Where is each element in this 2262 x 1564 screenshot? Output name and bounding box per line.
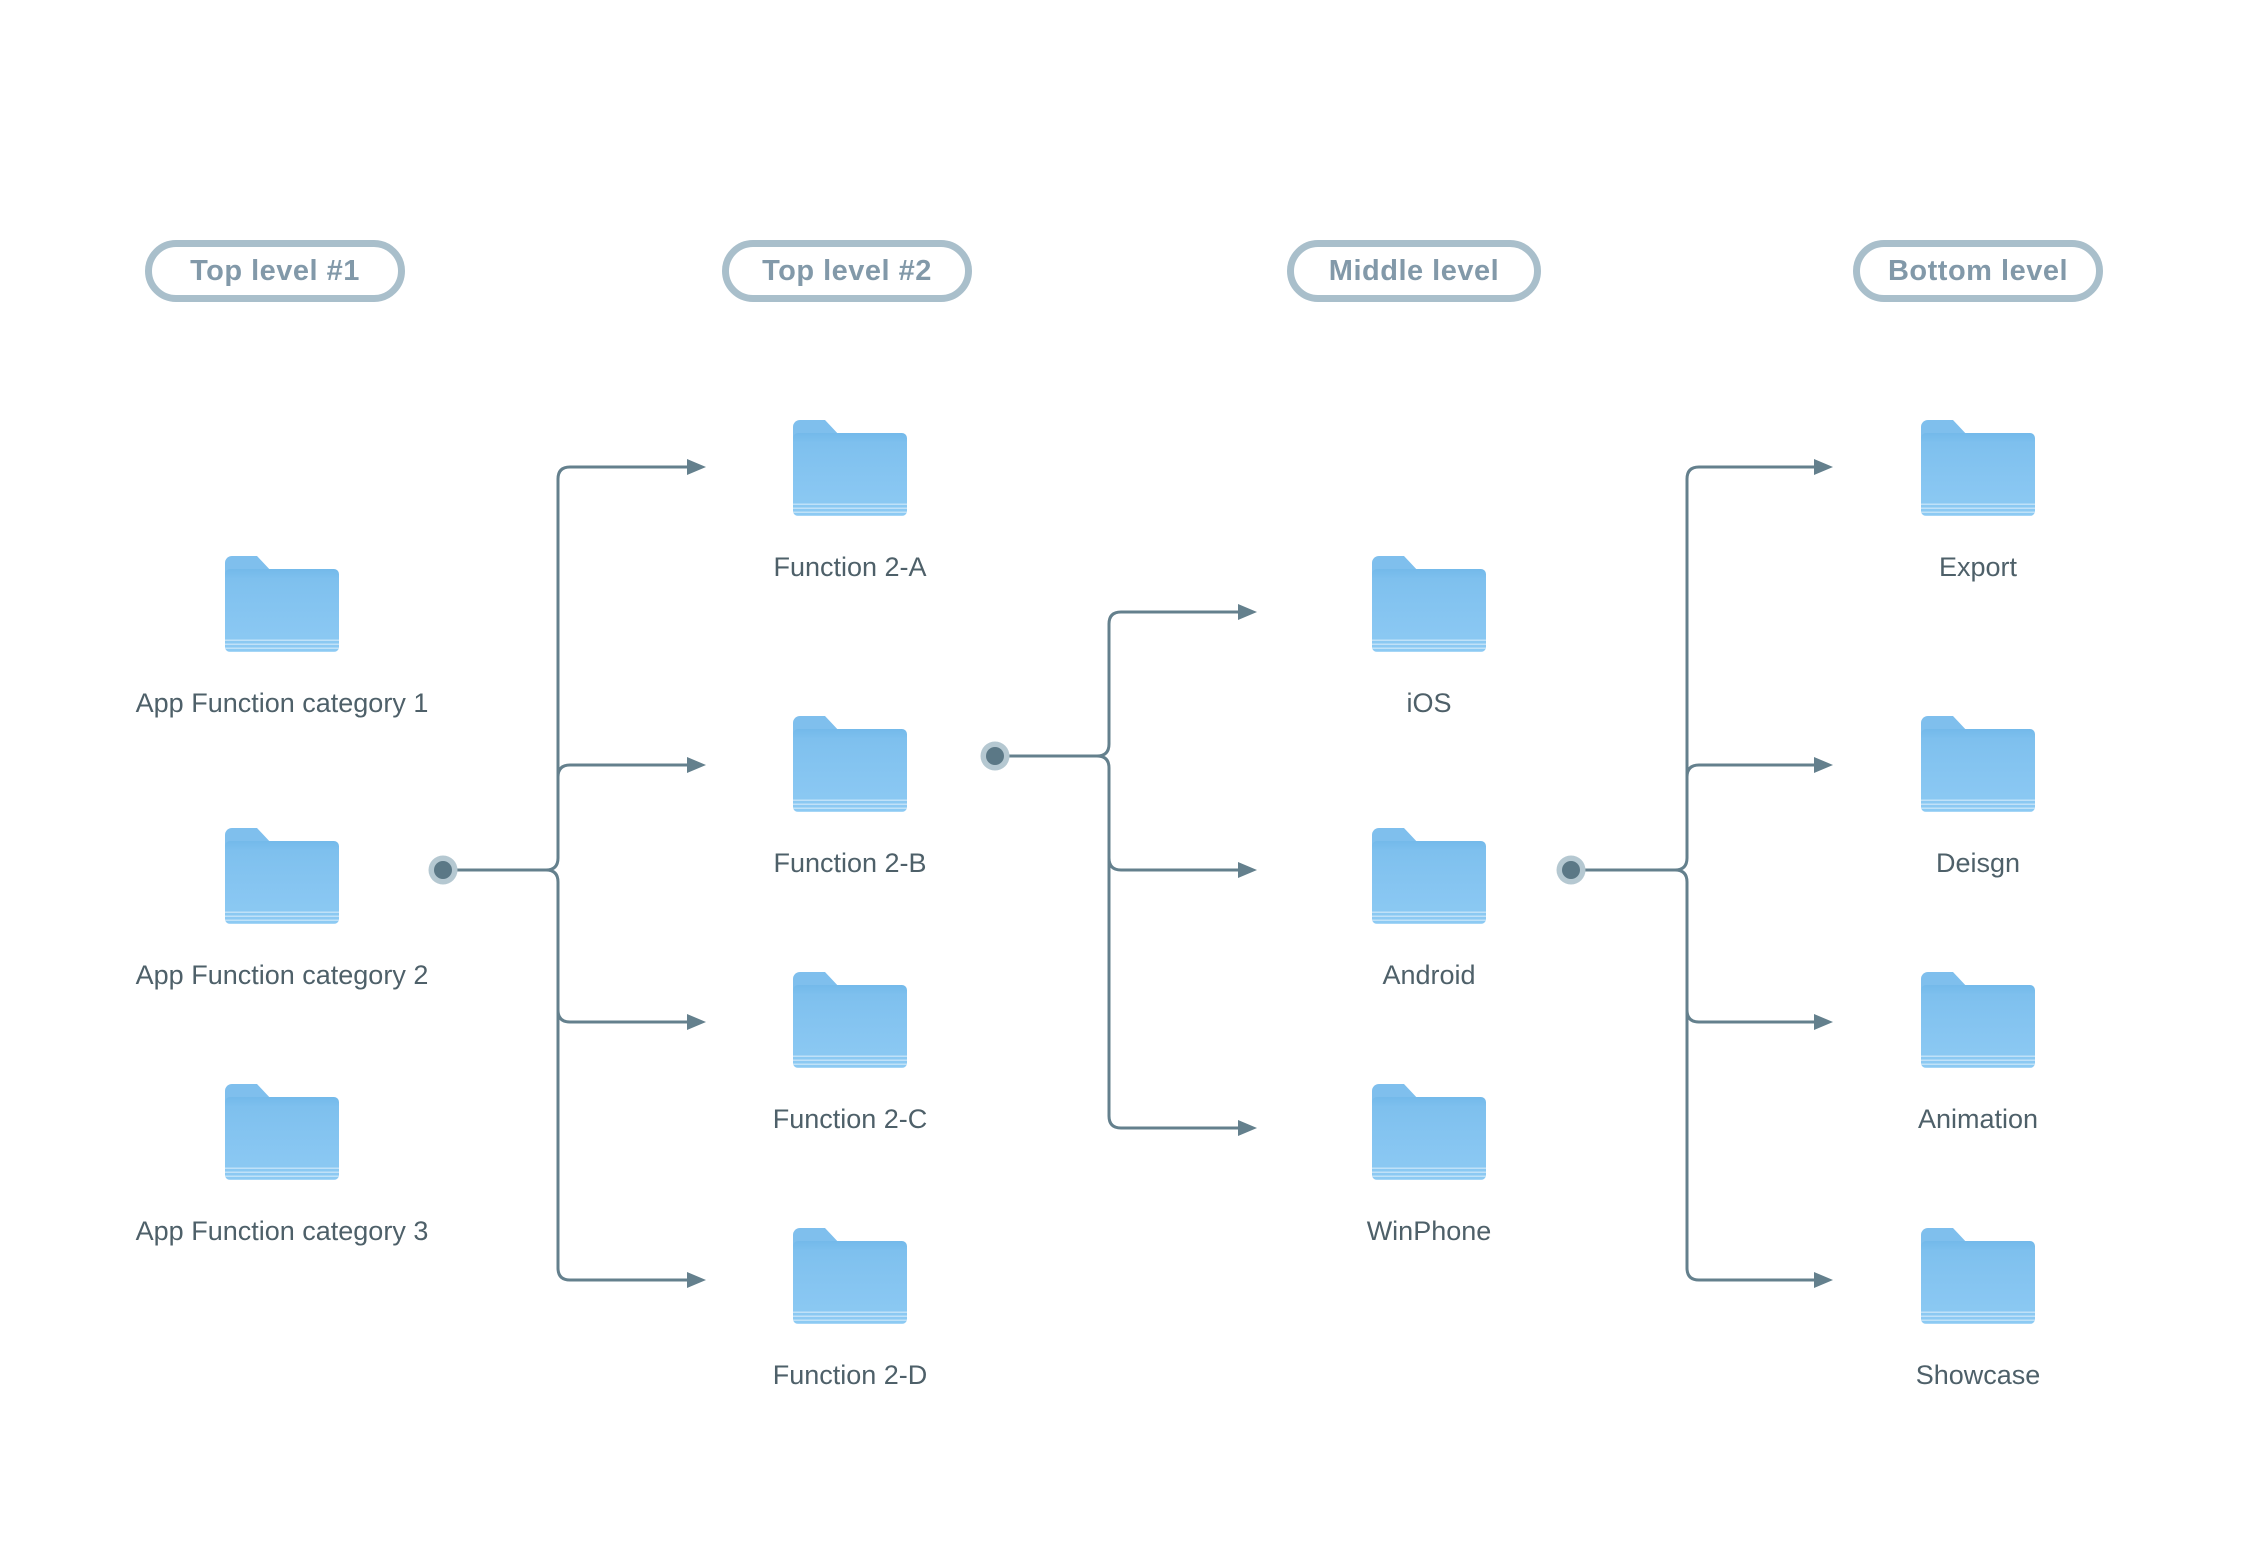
node-app-function-category-2: App Function category 2 [122,828,442,991]
branch-dot-icon [986,747,1004,765]
node-app-function-category-1: App Function category 1 [122,556,442,719]
folder-icon [225,828,339,924]
node-app-function-category-3: App Function category 3 [122,1084,442,1247]
node-deisgn: Deisgn [1818,716,2138,879]
arrowhead-icon [1238,1120,1257,1136]
folder-icon [1921,972,2035,1068]
node-label: Function 2-A [773,552,927,582]
arrowhead-icon [687,757,706,773]
node-animation: Animation [1818,972,2138,1135]
node-label: Export [1938,552,2018,582]
folder-icon [1372,556,1486,652]
node-label: Android [1382,960,1476,990]
folder-icon [1921,1228,2035,1324]
arrowhead-icon [1814,1014,1833,1030]
header-pill-middle-level: Middle level [1287,240,1541,302]
connector-group-2 [980,604,1257,1136]
node-label: Function 2-B [773,848,927,878]
node-android: Android [1269,828,1589,991]
node-label: App Function category 1 [135,688,429,718]
node-label: Showcase [1915,1360,2041,1390]
header-pill-label: Bottom level [1887,254,2069,287]
arrowhead-icon [1814,459,1833,475]
node-label: iOS [1406,688,1452,718]
header-pill-bottom-level: Bottom level [1853,240,2103,302]
folder-icon [225,556,339,652]
header-pill-top-level-1: Top level #1 [145,240,405,302]
folder-icon [1372,828,1486,924]
folder-icon [1921,716,2035,812]
folder-icon [1372,1084,1486,1180]
node-function-2-b: Function 2-B [690,716,1010,879]
node-function-2-d: Function 2-D [690,1228,1010,1391]
node-label: Deisgn [1935,848,2021,878]
node-label: App Function category 2 [135,960,429,990]
arrowhead-icon [1814,757,1833,773]
arrowhead-icon [687,459,706,475]
node-label: App Function category 3 [135,1216,429,1246]
arrowhead-icon [1238,862,1257,878]
node-label: Animation [1917,1104,2039,1134]
node-export: Export [1818,420,2138,583]
arrowhead-icon [687,1014,706,1030]
folder-icon [793,420,907,516]
folder-icon [793,716,907,812]
node-label: WinPhone [1366,1216,1492,1246]
node-label: Function 2-C [772,1104,928,1134]
branch-dot-icon [434,861,452,879]
header-pill-top-level-2: Top level #2 [722,240,972,302]
header-pill-label: Middle level [1328,254,1500,287]
header-pill-label: Top level #1 [190,254,360,287]
arrowhead-icon [687,1272,706,1288]
node-label: Function 2-D [772,1360,928,1390]
header-pill-label: Top level #2 [762,254,932,287]
arrowhead-icon [1238,604,1257,620]
node-function-2-c: Function 2-C [690,972,1010,1135]
folder-icon [793,1228,907,1324]
arrowhead-icon [1814,1272,1833,1288]
node-winphone: WinPhone [1269,1084,1589,1247]
connector-group-3 [1556,459,1833,1288]
folder-icon [793,972,907,1068]
node-ios: iOS [1269,556,1589,719]
folder-icon [1921,420,2035,516]
branch-dot-icon [1562,861,1580,879]
node-showcase: Showcase [1818,1228,2138,1391]
connector-group-1 [428,459,706,1288]
folder-icon [225,1084,339,1180]
node-function-2-a: Function 2-A [690,420,1010,583]
